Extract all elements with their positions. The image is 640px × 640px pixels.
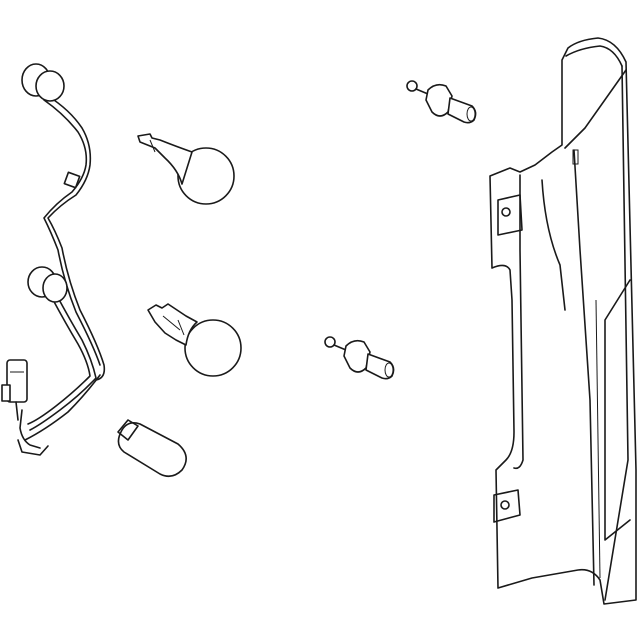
wiring-harness <box>1 63 106 456</box>
wedge-bulb <box>117 419 187 478</box>
tail-lamp-housing <box>489 37 637 605</box>
bulb-upper <box>137 133 235 205</box>
bulb-socket-lower <box>324 336 395 380</box>
harness-socket-upper <box>21 63 65 102</box>
bulb-middle <box>147 303 242 377</box>
harness-connector <box>1 359 28 421</box>
bulb-socket-upper <box>406 80 477 124</box>
harness-socket-lower <box>27 266 68 303</box>
